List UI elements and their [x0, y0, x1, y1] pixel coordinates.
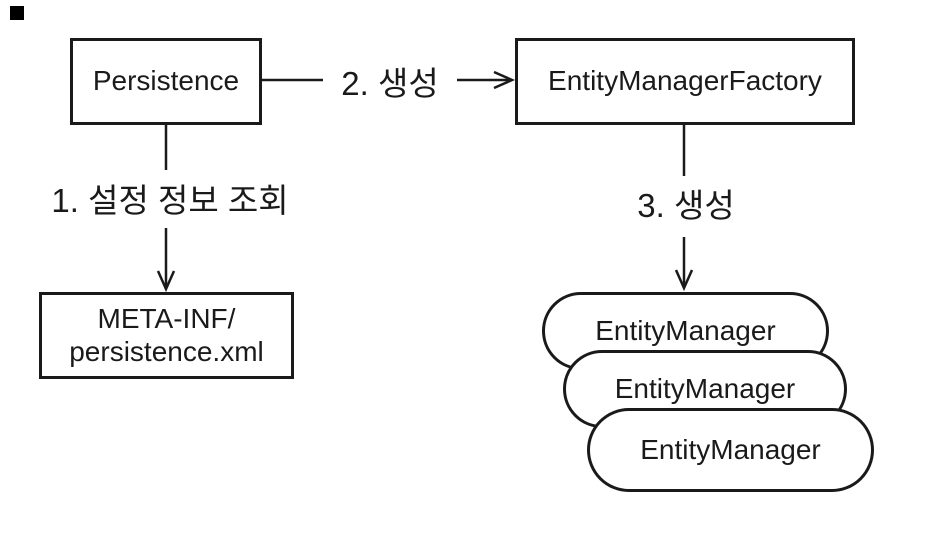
node-entity-manager-3-label: EntityManager [640, 434, 821, 465]
node-meta-inf-persistence-xml: META-INF/ persistence.xml [39, 292, 294, 379]
step1-arrowhead-icon [156, 270, 176, 293]
edge-label-step3: 3. 생성 [637, 187, 735, 224]
node-persistence: Persistence [70, 38, 262, 125]
edge-label-step2: 2. 생성 [341, 65, 439, 102]
edge-label-step1: 1. 설정 정보 조회 [51, 182, 289, 219]
node-persistence-label: Persistence [92, 65, 240, 97]
node-meta-inf-label-line2: persistence.xml [69, 335, 264, 367]
node-entity-manager-1-label: EntityManager [595, 315, 776, 346]
corner-square-icon [10, 6, 24, 20]
node-entity-manager-3: EntityManager [587, 408, 874, 492]
node-entity-manager-factory: EntityManagerFactory [515, 38, 855, 125]
node-meta-inf-label-line1: META-INF/ [97, 303, 236, 335]
node-entity-manager-factory-label: EntityManagerFactory [548, 65, 822, 97]
step3-arrowhead-icon [674, 269, 694, 292]
step2-arrowhead-icon [493, 70, 516, 90]
node-entity-manager-2-label: EntityManager [614, 373, 796, 404]
